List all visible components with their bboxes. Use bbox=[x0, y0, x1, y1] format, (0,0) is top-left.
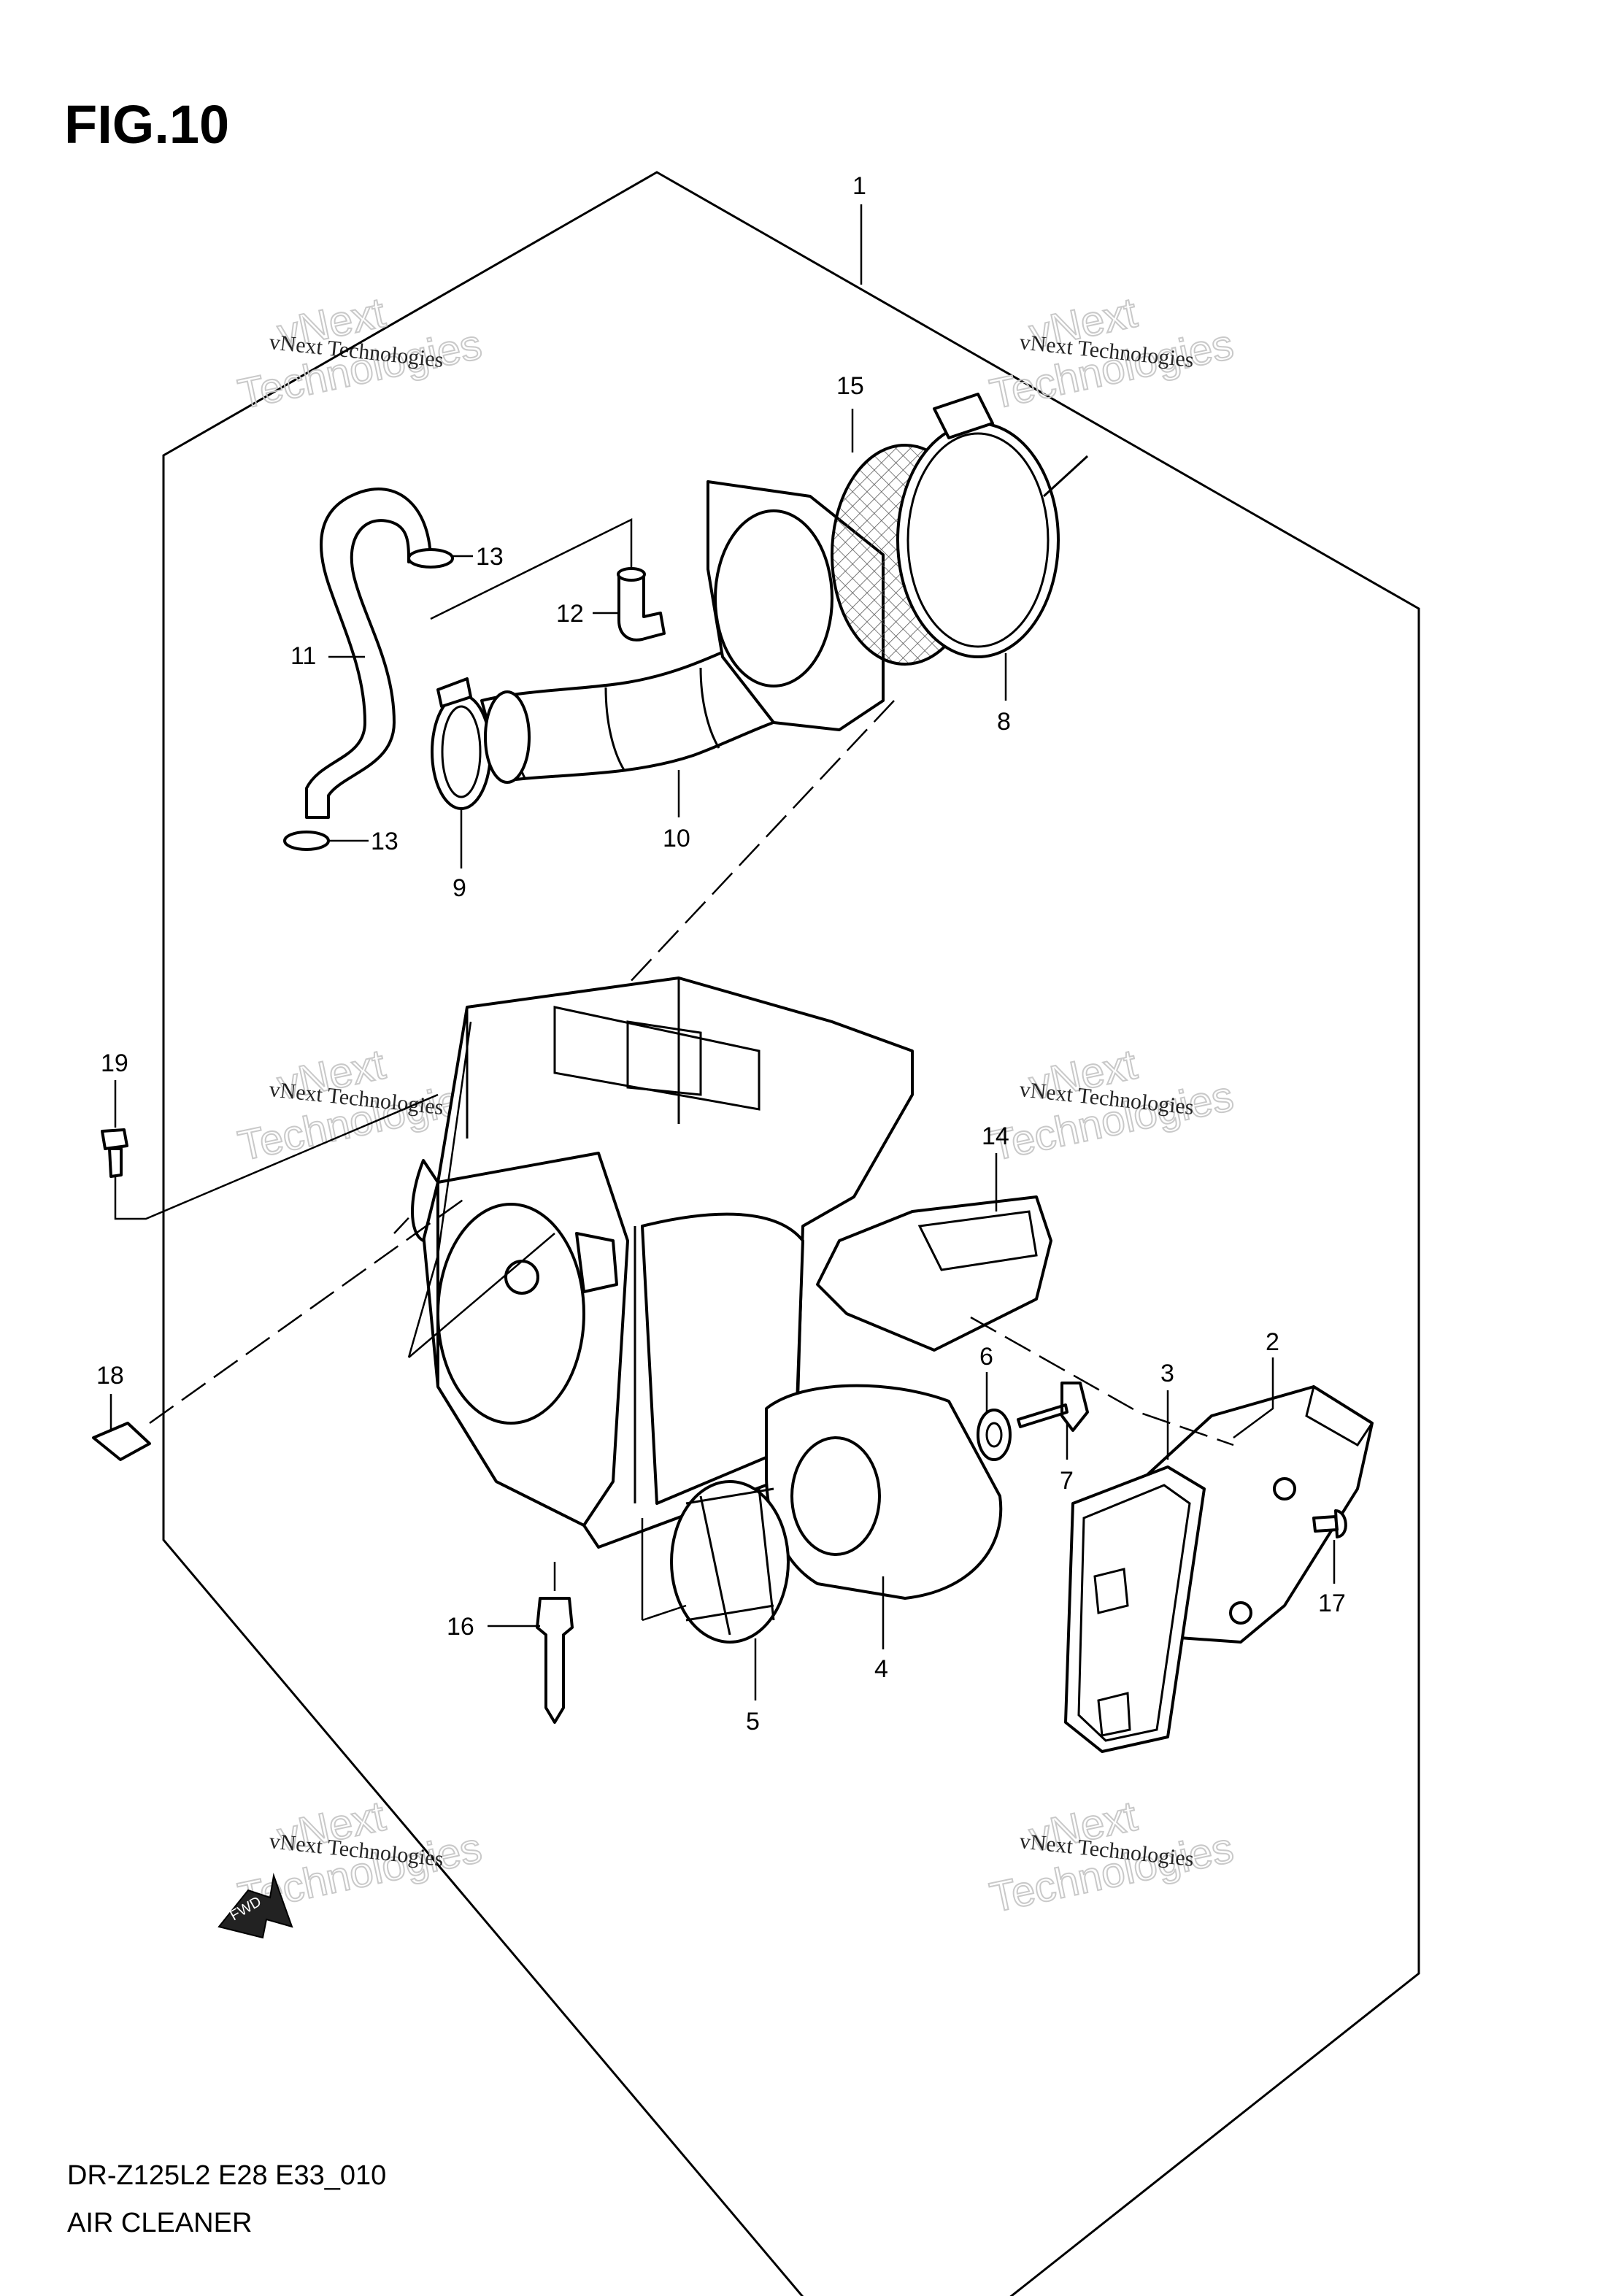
large-clamp-axis-line bbox=[1042, 455, 1089, 498]
intake-duct bbox=[816, 1195, 1052, 1352]
intake-tube-mouth bbox=[484, 690, 531, 784]
callout-7: 7 bbox=[1060, 1467, 1074, 1495]
filter-element-bore bbox=[790, 1436, 881, 1556]
drain-plug bbox=[536, 1597, 574, 1724]
elbow-fitting bbox=[617, 575, 666, 642]
cover-bolt-hole bbox=[1229, 1601, 1252, 1625]
callout-10: 10 bbox=[663, 825, 690, 852]
callout-8: 8 bbox=[997, 708, 1011, 736]
cover-screw bbox=[1312, 1509, 1347, 1538]
large-clamp-ring-inner bbox=[906, 432, 1050, 648]
clip-nut bbox=[92, 1422, 151, 1461]
case-top-opening bbox=[466, 978, 761, 1139]
cover-bolt-hole bbox=[1273, 1477, 1296, 1501]
callout-2: 2 bbox=[1266, 1328, 1279, 1356]
callout-19: 19 bbox=[101, 1049, 128, 1077]
case-clip bbox=[575, 1232, 618, 1293]
guide-line-bolt bbox=[114, 1093, 439, 1220]
band-clamp bbox=[431, 693, 492, 810]
callout-9: 9 bbox=[453, 874, 466, 902]
cover-gasket-inner bbox=[1077, 1484, 1191, 1742]
callout-1: 1 bbox=[852, 172, 866, 200]
guide-line-duct-cover bbox=[970, 1316, 1234, 1446]
assembly-name: AIR CLEANER bbox=[67, 2208, 253, 2238]
callout-4: 4 bbox=[874, 1655, 888, 1683]
case-center-boss bbox=[504, 1260, 539, 1295]
callout-18: 18 bbox=[96, 1362, 124, 1390]
guide-line-clip bbox=[149, 1195, 468, 1425]
hose-clamp-lower bbox=[283, 831, 330, 851]
callout-3: 3 bbox=[1160, 1360, 1174, 1387]
filter-cage-ribs bbox=[685, 1487, 775, 1636]
callout-6: 6 bbox=[979, 1343, 993, 1371]
large-clamp-screw bbox=[933, 393, 994, 439]
callout-12: 12 bbox=[556, 600, 584, 628]
band-clamp-inner bbox=[441, 705, 482, 798]
intake-duct-mouth bbox=[917, 1210, 1038, 1271]
band-clamp-screw bbox=[436, 677, 472, 708]
guide-line-hose-elbow bbox=[430, 517, 633, 620]
callout-16: 16 bbox=[447, 1613, 474, 1641]
cover-gasket bbox=[1064, 1465, 1206, 1753]
guide-line-mount bbox=[407, 1021, 555, 1358]
filter-cage bbox=[670, 1480, 790, 1644]
airbox-outlet-ring bbox=[714, 509, 833, 687]
large-clamp-ring bbox=[896, 422, 1060, 658]
grommet-hole bbox=[985, 1422, 1003, 1448]
case-cover-tab bbox=[1305, 1384, 1374, 1446]
case-side-face bbox=[641, 1212, 804, 1505]
assembly-boundary bbox=[162, 171, 1420, 2296]
guide-line-cage-2 bbox=[642, 1604, 687, 1622]
hose-clamp-upper bbox=[407, 548, 454, 569]
mounting-bolt bbox=[101, 1128, 128, 1178]
figure-title: FIG.10 bbox=[64, 94, 230, 155]
leader-2 bbox=[1233, 1357, 1274, 1439]
callout-13a: 13 bbox=[476, 543, 504, 571]
cover-clips bbox=[1093, 1568, 1131, 1737]
model-code: DR-Z125L2 E28 E33_010 bbox=[67, 2160, 387, 2191]
intake-tube-rib bbox=[699, 667, 720, 749]
wing-screw bbox=[1017, 1382, 1089, 1432]
case-front-opening bbox=[436, 1203, 585, 1425]
callout-15: 15 bbox=[836, 372, 864, 400]
grommet bbox=[977, 1409, 1012, 1461]
intake-tube-rib bbox=[604, 687, 625, 771]
case-mount-tab bbox=[411, 1159, 439, 1242]
callout-13b: 13 bbox=[371, 828, 398, 855]
callout-5: 5 bbox=[746, 1708, 760, 1736]
breather-hose bbox=[305, 488, 432, 819]
case-inlet-port bbox=[626, 1020, 702, 1096]
callout-14: 14 bbox=[982, 1122, 1009, 1150]
callout-11: 11 bbox=[290, 642, 316, 670]
elbow-fitting-top bbox=[617, 567, 646, 582]
callout-17: 17 bbox=[1318, 1590, 1346, 1617]
